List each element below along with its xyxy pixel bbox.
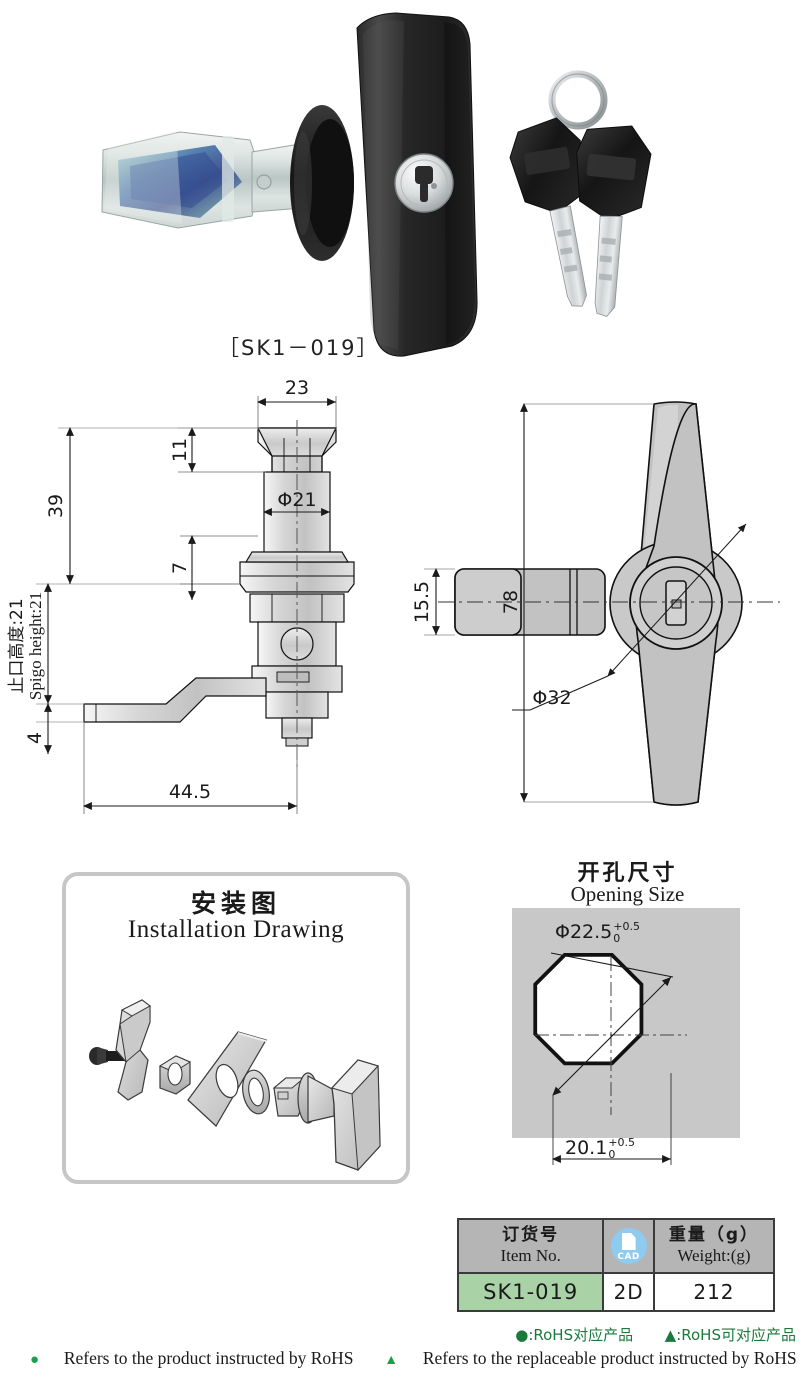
header-cad: CAD [602, 1218, 655, 1274]
opening-title-en: Opening Size [570, 882, 685, 906]
opening-flat-value: 20.1 [565, 1137, 608, 1160]
photo-collar [290, 105, 354, 261]
dim-handle-length: 78 [500, 590, 522, 614]
dim-cam-length: 44.5 [169, 781, 211, 803]
exploded-view-svg [89, 999, 381, 1172]
header-item-no: 订货号 Item No. [456, 1218, 605, 1274]
photo-t-handle [356, 12, 478, 357]
rohs-legend-cn: ●:RoHS对应产品 ▲:RoHS可对应产品 [515, 1324, 796, 1345]
table-row: SK1-019 2D 212 [456, 1272, 776, 1312]
rohs-footer: ●:RoHS对应产品 ▲:RoHS可对应产品 ● Refers to the p… [0, 1324, 800, 1380]
dim-cam-thickness: 4 [24, 732, 46, 744]
rohs-en-circle-text: Refers to the product instructed by RoHS [63, 1348, 354, 1368]
dim-head-height: 11 [169, 438, 191, 462]
opening-size-svg [533, 952, 687, 1165]
opening-diagonal-value: Φ22.5 [555, 921, 613, 944]
dim-cam-width: 15.5 [411, 581, 433, 623]
cell-weight: 212 [652, 1272, 776, 1312]
specification-table: 订货号 Item No. CAD 重量（g） Weight:(g) SK1-01… [456, 1218, 776, 1312]
dimension-drawings: 23 11 Φ21 39 7 止口高度:21 Spigo heig [0, 378, 800, 848]
rohs-en-triangle-text: Refers to the replaceable product instru… [422, 1348, 797, 1368]
cell-cad-format[interactable]: 2D [602, 1272, 655, 1312]
rohs-triangle-marker-icon: ▲ [384, 1353, 399, 1368]
exploded-washer [242, 1069, 270, 1115]
exploded-panel-plate [187, 1031, 267, 1127]
exploded-lock-body [272, 1072, 335, 1124]
dim-barrel-dia: Φ21 [277, 489, 316, 511]
rohs-circle-marker-icon: ● [30, 1352, 40, 1368]
model-caption: ［SK1－019］ [218, 336, 380, 360]
header-weight-cn: 重量（g） [668, 1225, 760, 1246]
cell-item-no[interactable]: SK1-019 [456, 1272, 605, 1312]
cad-icon-label: CAD [617, 1252, 640, 1262]
cad-icon[interactable]: CAD [610, 1228, 647, 1264]
dim-total-height: 39 [45, 494, 67, 518]
dim-spigot-en: Spigo height:21 [26, 592, 45, 700]
header-item-no-cn: 订货号 [502, 1225, 560, 1246]
dim-flange-dia: Φ32 [532, 687, 571, 709]
dim-spigot-cn: 止口高度:21 [7, 598, 27, 693]
product-photo-block: ［SK1－019］ [0, 0, 800, 378]
opening-flat-tol-lower: 0 [608, 1147, 616, 1161]
table-header-row: 订货号 Item No. CAD 重量（g） Weight:(g) [456, 1218, 776, 1274]
product-photo-svg [101, 12, 652, 357]
opening-title-cn: 开孔尺寸 [577, 861, 678, 886]
dim-thread-len: 7 [169, 562, 191, 574]
rohs-cn-circle-text: ●:RoHS对应产品 [515, 1326, 634, 1344]
exploded-cam [115, 999, 151, 1101]
exploded-nut [158, 1055, 192, 1095]
header-weight-en: Weight:(g) [677, 1246, 751, 1265]
opening-flat-tol-upper: +0.5 [608, 1136, 636, 1149]
installation-drawing-panel: 安装图 Installation Drawing [62, 872, 410, 1184]
exploded-t-handle [331, 1059, 381, 1172]
dim-width-top: 23 [285, 378, 309, 399]
installation-title-en: Installation Drawing [127, 916, 345, 943]
front-view-drawing: 23 11 Φ21 39 7 止口高度:21 Spigo heig [7, 378, 355, 814]
opening-diagonal-tol-lower: 0 [613, 931, 621, 945]
photo-keys [509, 70, 652, 317]
header-item-no-en: Item No. [500, 1246, 561, 1265]
rohs-legend-en: ● Refers to the product instructed by Ro… [30, 1348, 797, 1369]
opening-diagonal-tol-upper: +0.5 [613, 920, 640, 933]
side-view-drawing: 78 15.5 Φ32 [411, 401, 780, 806]
installation-title-cn: 安装图 [190, 889, 281, 918]
cad-page-glyph [621, 1233, 636, 1250]
rohs-cn-triangle-text: ▲:RoHS可对应产品 [664, 1326, 796, 1344]
photo-cam-arm [101, 131, 263, 229]
header-weight: 重量（g） Weight:(g) [652, 1218, 776, 1274]
